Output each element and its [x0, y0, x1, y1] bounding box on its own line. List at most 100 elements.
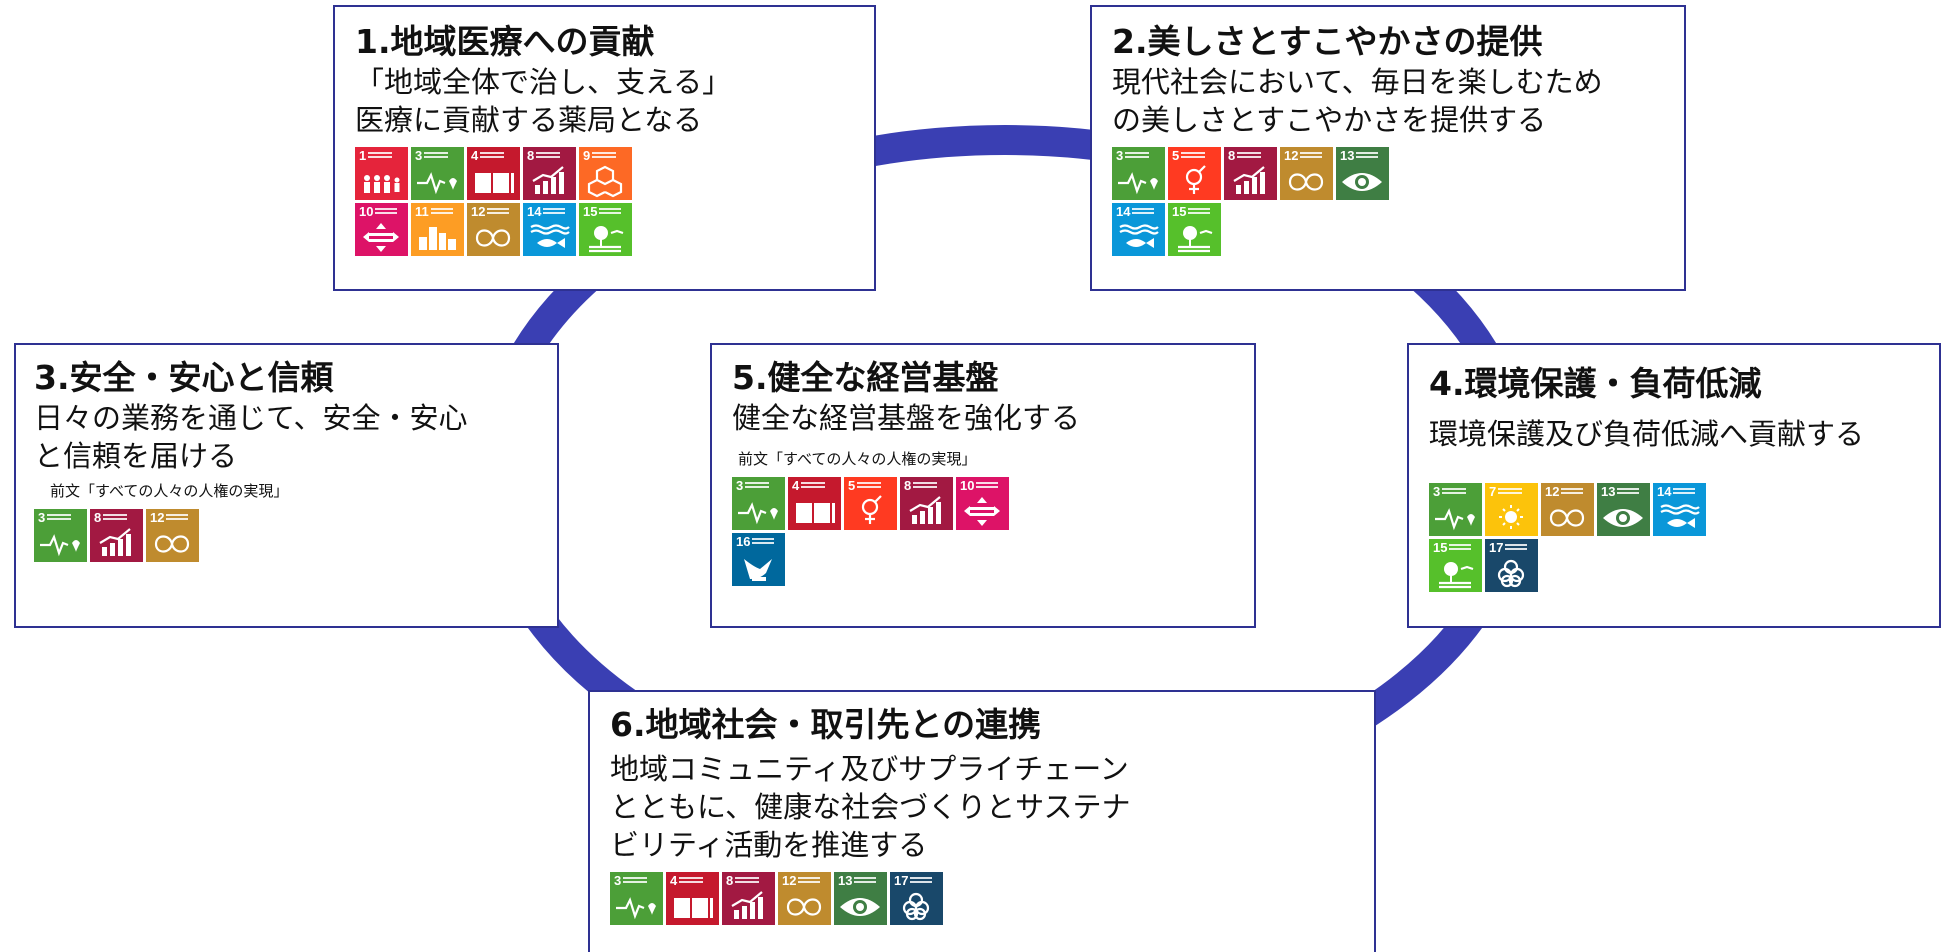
sdg-goal-number: 12: [1545, 484, 1560, 499]
card-community-partners: 6.地域社会・取引先との連携 地域コミュニティ及びサプライチェーン とともに、健…: [588, 690, 1376, 952]
book-icon: [475, 173, 514, 193]
sdg-goal-number: 15: [1172, 204, 1187, 219]
sdg-goal-caption: [368, 152, 392, 154]
sdg-goal-number: 8: [527, 148, 535, 163]
tree-icon: [1178, 226, 1213, 253]
sdg-goal-caption: [1673, 488, 1695, 490]
growth-chart-icon: [99, 528, 131, 556]
sdg-goal-caption: [536, 152, 560, 154]
sdg-goal-12-icon: 12: [146, 509, 199, 562]
sdg-goal-3-icon: 3: [1429, 483, 1482, 536]
sdg-goal-12-icon: 12: [1541, 483, 1594, 536]
card-beauty-wellness: 2.美しさとすこやかさの提供 現代社会において、毎日を楽しむため の美しさとすこ…: [1090, 5, 1686, 291]
sdg-goal-15-icon: 15: [1168, 203, 1221, 256]
sdg-goal-caption: [623, 877, 647, 879]
sdg-goal-17-icon: 17: [1485, 539, 1538, 592]
sdg-goal-4-icon: 4: [467, 147, 520, 200]
sdg-goal-caption: [599, 208, 621, 210]
sdg-goal-number: 4: [792, 478, 800, 493]
sdg-goal-number: 10: [960, 478, 975, 493]
sdg-goal-1-icon: 1: [355, 147, 408, 200]
sdg-goal-number: 13: [1340, 148, 1355, 163]
card-management-base: 5.健全な経営基盤 健全な経営基盤を強化する 前文「すべての人々の人権の実現」 …: [710, 343, 1256, 628]
sdg-goal-3-icon: 3: [732, 477, 785, 530]
sdg-goal-number: 3: [38, 510, 46, 525]
sdg-goal-caption: [1505, 544, 1527, 546]
sdg-goal-3-icon: 3: [1112, 147, 1165, 200]
rings-icon: [1497, 559, 1525, 588]
sdg-goal-caption: [752, 538, 774, 540]
sdg-goal-number: 9: [583, 148, 591, 163]
sdg-goal-13-icon: 13: [1336, 147, 1389, 200]
card-note: 前文「すべての人々の人権の実現」: [50, 482, 289, 500]
sdg-goal-number: 1: [359, 148, 367, 163]
card-title: 4.環境保護・負荷低減: [1429, 364, 1762, 403]
sdg-goal-caption: [103, 514, 127, 516]
sdg-goal-number: 17: [894, 873, 909, 888]
sdg-goal-3-icon: 3: [411, 147, 464, 200]
book-icon: [674, 898, 713, 918]
sdg-goal-8-icon: 8: [523, 147, 576, 200]
sdg-goal-caption: [735, 877, 759, 879]
people-icon: [364, 175, 400, 193]
card-description: 日々の業務を通じて、安全・安心 と信頼を届ける: [34, 401, 468, 473]
heartbeat-icon: [417, 172, 457, 195]
sdg-goal-caption: [1498, 488, 1522, 490]
sdg-goal-number: 4: [471, 148, 479, 163]
growth-chart-icon: [532, 166, 564, 194]
eye-globe-icon: [1342, 173, 1382, 191]
sdg-goal-caption: [431, 208, 453, 210]
sdg-goal-caption: [913, 482, 937, 484]
heartbeat-icon: [40, 534, 80, 557]
sdg-goal-caption: [1125, 152, 1149, 154]
sdg-goal-10-icon: 10: [956, 477, 1009, 530]
sdg-goal-number: 3: [1433, 484, 1441, 499]
sdg-goal-caption: [424, 152, 448, 154]
infinity-icon: [1549, 509, 1585, 527]
sdg-goal-caption: [375, 208, 397, 210]
sdg-goal-caption: [47, 514, 71, 516]
sdg-goal-7-icon: 7: [1485, 483, 1538, 536]
eye-globe-icon: [1603, 509, 1643, 527]
sdg-goal-3-icon: 3: [610, 872, 663, 925]
sdg-goal-caption: [1181, 152, 1205, 154]
infinity-icon: [1288, 173, 1324, 191]
sdg-goal-10-icon: 10: [355, 203, 408, 256]
sdg-goal-caption: [1132, 208, 1154, 210]
sdg-goal-13-icon: 13: [834, 872, 887, 925]
sdg-goal-12-icon: 12: [467, 203, 520, 256]
card-description: 現代社会において、毎日を楽しむため の美しさとすこやかさを提供する: [1112, 65, 1603, 137]
sdg-goal-8-icon: 8: [90, 509, 143, 562]
sdg-goal-caption: [1237, 152, 1261, 154]
sdg-goal-8-icon: 8: [1224, 147, 1277, 200]
sdg-goal-4-icon: 4: [788, 477, 841, 530]
heartbeat-icon: [1435, 508, 1475, 531]
sdg-goal-caption: [976, 482, 998, 484]
heartbeat-icon: [1118, 172, 1158, 195]
sdg-goal-number: 12: [150, 510, 165, 525]
gender-icon: [861, 495, 882, 524]
sdg-goal-number: 13: [838, 873, 853, 888]
sun-icon: [1499, 505, 1523, 529]
heartbeat-icon: [738, 502, 778, 525]
tree-icon: [589, 226, 624, 253]
sdg-goal-caption: [166, 514, 188, 516]
fish-icon: [1119, 224, 1159, 248]
sdg-goal-number: 4: [670, 873, 678, 888]
sdg-goal-number: 8: [726, 873, 734, 888]
card-title: 6.地域社会・取引先との連携: [610, 705, 1042, 744]
sdg-goal-17-icon: 17: [890, 872, 943, 925]
sdg-goal-caption: [480, 152, 504, 154]
sdg-goal-12-icon: 12: [778, 872, 831, 925]
sdg-goal-8-icon: 8: [900, 477, 953, 530]
sdg-goal-caption: [801, 482, 825, 484]
fish-icon: [1660, 504, 1700, 528]
heartbeat-icon: [616, 897, 656, 920]
sdg-goal-number: 14: [527, 204, 542, 219]
sdg-goal-number: 17: [1489, 540, 1504, 555]
sdg-goal-number: 5: [1172, 148, 1180, 163]
